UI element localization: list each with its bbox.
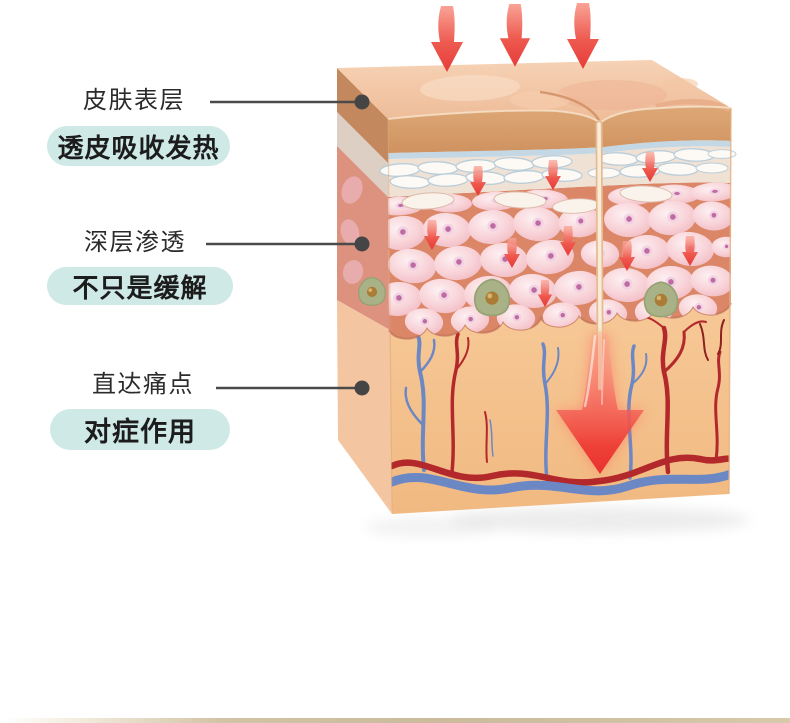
vein-main (388, 469, 731, 496)
blood-vessels (388, 316, 731, 496)
connector-dot (354, 236, 370, 252)
penetration-arrow (556, 332, 644, 474)
connector-dot (354, 380, 370, 396)
artery-main (388, 454, 731, 486)
penetration-channel (595, 120, 604, 390)
badge-not-just-relief: 不只是缓解 (47, 267, 233, 305)
heat-application-arrows (431, 3, 599, 72)
block-front-left-edge (387, 118, 393, 511)
label-direct-to-pain-point: 直达痛点 (92, 371, 194, 398)
skin-surface-layer (337, 60, 732, 153)
label-deep-penetration: 深层渗透 (84, 229, 186, 256)
connector-dot (354, 94, 370, 110)
block-shadow (365, 507, 750, 537)
label-skin-surface-layer: 皮肤表层 (83, 87, 185, 114)
annotation-connectors (206, 94, 370, 396)
badge-symptomatic-action: 对症作用 (50, 409, 230, 450)
badge-transdermal-heat-absorption: 透皮吸收发热 (47, 126, 230, 166)
block-right-edge (728, 107, 732, 495)
section-divider (0, 718, 790, 723)
